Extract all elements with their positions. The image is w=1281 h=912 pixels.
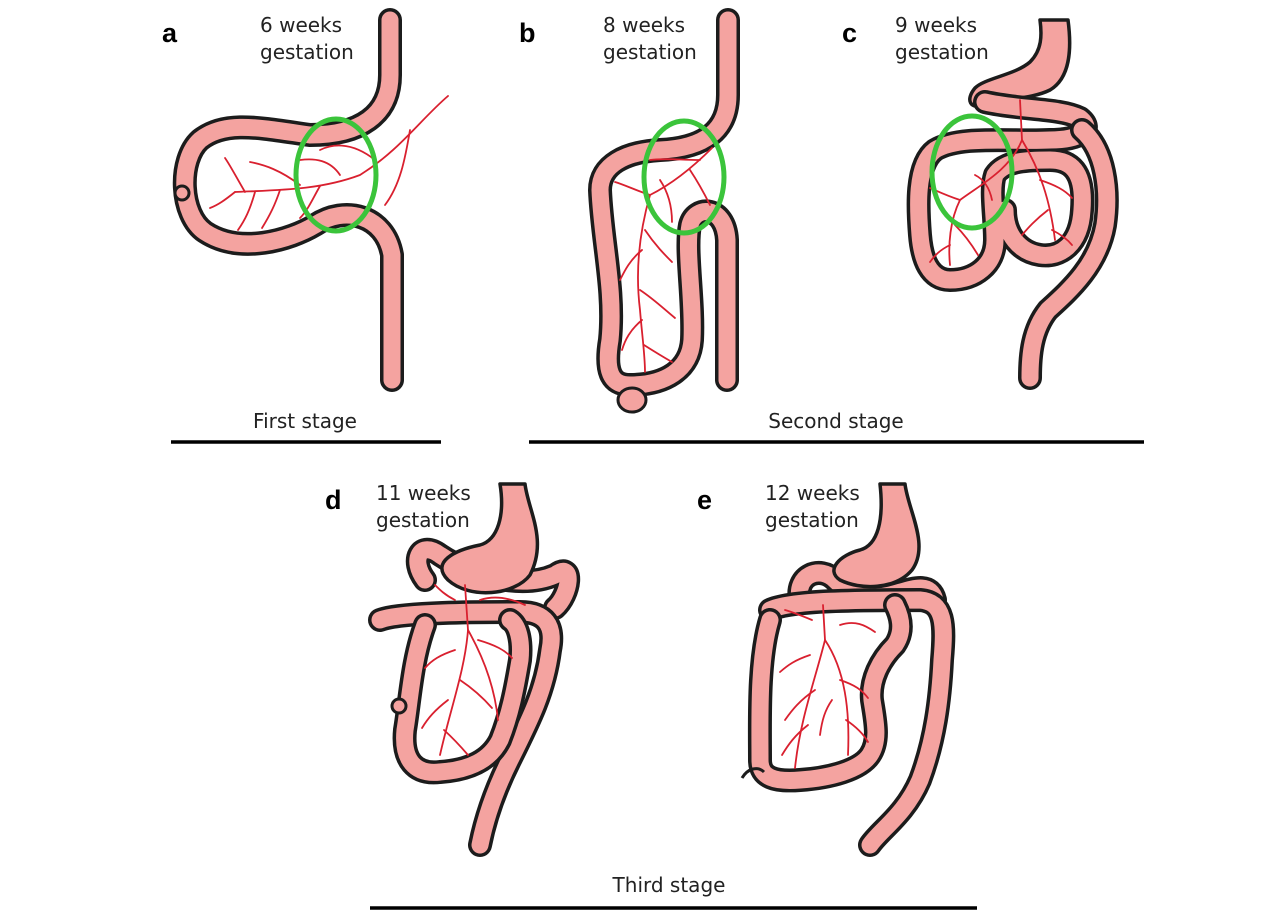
panel-e-gestation: gestation (765, 508, 859, 532)
panel-b-intestine (588, 8, 740, 414)
panel-a-gestation: gestation (260, 40, 354, 64)
panel-e-vessels (779, 604, 876, 769)
panel-d-letter: d (325, 485, 342, 515)
panel-d-intestine (368, 482, 581, 857)
panel-d-gestation: gestation (376, 508, 470, 532)
panel-d: d 11 weeks gestation (325, 481, 581, 857)
panel-b-weeks: 8 weeks (603, 13, 685, 37)
stage-first: First stage (171, 409, 441, 444)
panel-a-intestine (172, 8, 404, 392)
panel-b-vessels (614, 147, 713, 373)
panel-b-letter: b (519, 18, 536, 48)
panel-e: e 12 weeks gestation (697, 481, 956, 857)
panel-b: b 8 weeks gestation (519, 8, 740, 414)
panel-c-gestation: gestation (895, 40, 989, 64)
panel-c-intestine (906, 18, 1119, 390)
panel-a: a 6 weeks gestation (162, 8, 449, 392)
stage-first-label: First stage (253, 409, 357, 433)
panel-c-weeks: 9 weeks (895, 13, 977, 37)
panel-e-letter: e (697, 485, 712, 515)
panel-a-letter: a (162, 18, 178, 48)
panel-a-weeks: 6 weeks (260, 13, 342, 37)
stage-third: Third stage (370, 873, 977, 910)
panel-e-weeks: 12 weeks (765, 481, 860, 505)
panel-c: c 9 weeks gestation (842, 13, 1119, 390)
panel-d-weeks: 11 weeks (376, 481, 471, 505)
panel-e-intestine (740, 482, 956, 857)
panel-c-letter: c (842, 18, 857, 48)
stage-third-label: Third stage (612, 873, 726, 897)
stage-second: Second stage (529, 409, 1144, 444)
panel-a-rotation-ring (293, 116, 379, 234)
panel-c-rotation-ring (929, 113, 1015, 231)
panel-d-vessels (421, 584, 526, 756)
panel-a-vessels (209, 95, 449, 231)
stage-second-label: Second stage (768, 409, 903, 433)
panel-b-rotation-ring (641, 118, 727, 236)
panel-b-gestation: gestation (603, 40, 697, 64)
